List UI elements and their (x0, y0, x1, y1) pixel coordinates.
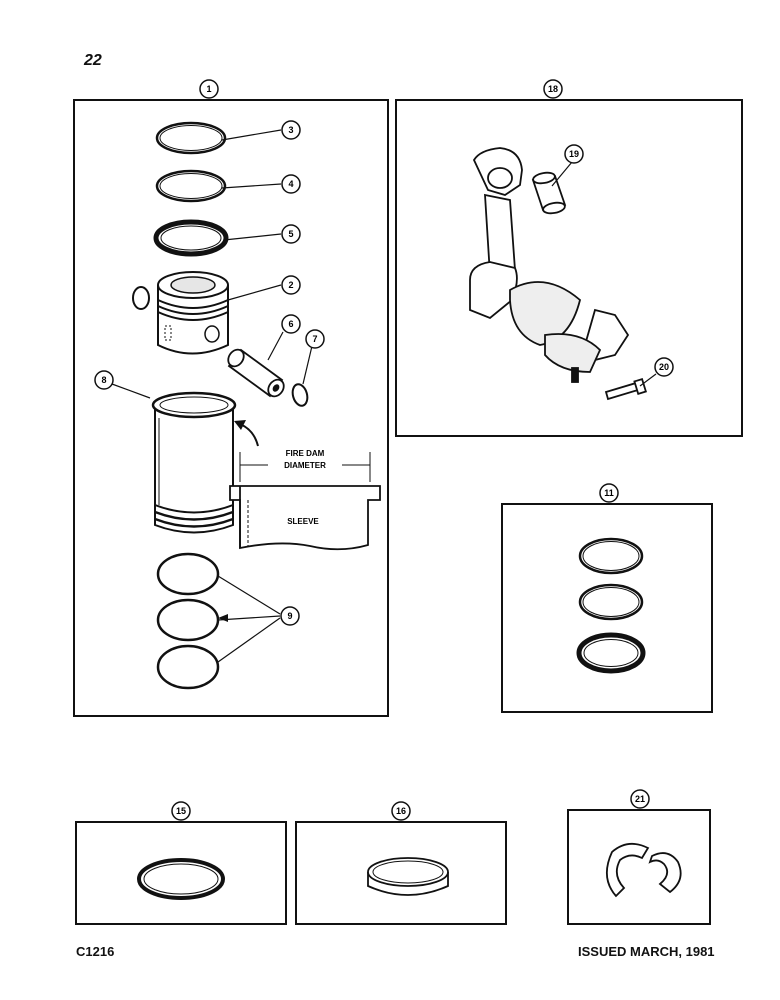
leader-lines-panel-18 (551, 161, 657, 387)
seal-ring-a (156, 552, 220, 596)
piston-ring-5 (153, 219, 229, 257)
band-16 (367, 857, 449, 896)
callout-6: 6 (288, 319, 293, 329)
ring-set-11 (576, 537, 646, 674)
panel-21-frame (567, 809, 711, 925)
rod-bolt (604, 377, 647, 401)
panel-18-frame (395, 99, 743, 437)
direction-arrow-head (234, 420, 246, 430)
ring-15 (137, 858, 225, 900)
callout-3: 3 (288, 125, 293, 135)
cylinder-sleeve (151, 391, 237, 534)
callout-9: 9 (287, 611, 292, 621)
panel-11-frame (501, 503, 713, 713)
callout-7: 7 (312, 334, 317, 344)
callout-1: 1 (206, 84, 211, 94)
connecting-rod (469, 147, 630, 383)
callout-11: 11 (604, 488, 614, 498)
seal-arrow (218, 614, 228, 622)
panel-16-frame (295, 821, 507, 925)
callout-markers: 1 3 4 5 2 6 7 8 9 18 19 20 11 15 16 21 (94, 79, 674, 821)
seal-ring-c (156, 644, 220, 690)
diameter-label: DIAMETER (284, 461, 326, 470)
callout-18: 18 (548, 84, 558, 94)
page-number: 22 (84, 52, 102, 69)
leader-lines-panel-1 (111, 129, 313, 663)
document-code: C1216 (76, 944, 115, 959)
callout-15: 15 (176, 806, 186, 816)
callout-4: 4 (288, 179, 293, 189)
fire-dam-label: FIRE DAM (286, 449, 325, 458)
sleeve-label: SLEEVE (287, 517, 319, 526)
panel-1-frame (73, 99, 389, 717)
snap-ring-7 (291, 383, 309, 407)
piston-pin-bushing (531, 171, 567, 215)
bearing-halves-21 (606, 842, 682, 898)
sleeve-section (229, 452, 381, 551)
snap-ring-left (132, 286, 150, 310)
piston (157, 271, 229, 355)
callout-8: 8 (101, 375, 106, 385)
seal-ring-b (156, 598, 220, 642)
direction-arrow (239, 423, 259, 447)
callout-2: 2 (288, 280, 293, 290)
callout-20: 20 (659, 362, 669, 372)
callout-16: 16 (396, 806, 406, 816)
piston-ring-4 (155, 169, 227, 203)
callout-5: 5 (288, 229, 293, 239)
issue-date: ISSUED MARCH, 1981 (578, 944, 715, 959)
panel-15-frame (75, 821, 287, 925)
piston-pin (227, 348, 285, 398)
callout-21: 21 (635, 794, 645, 804)
callout-19: 19 (569, 149, 579, 159)
piston-ring-3 (155, 121, 227, 155)
